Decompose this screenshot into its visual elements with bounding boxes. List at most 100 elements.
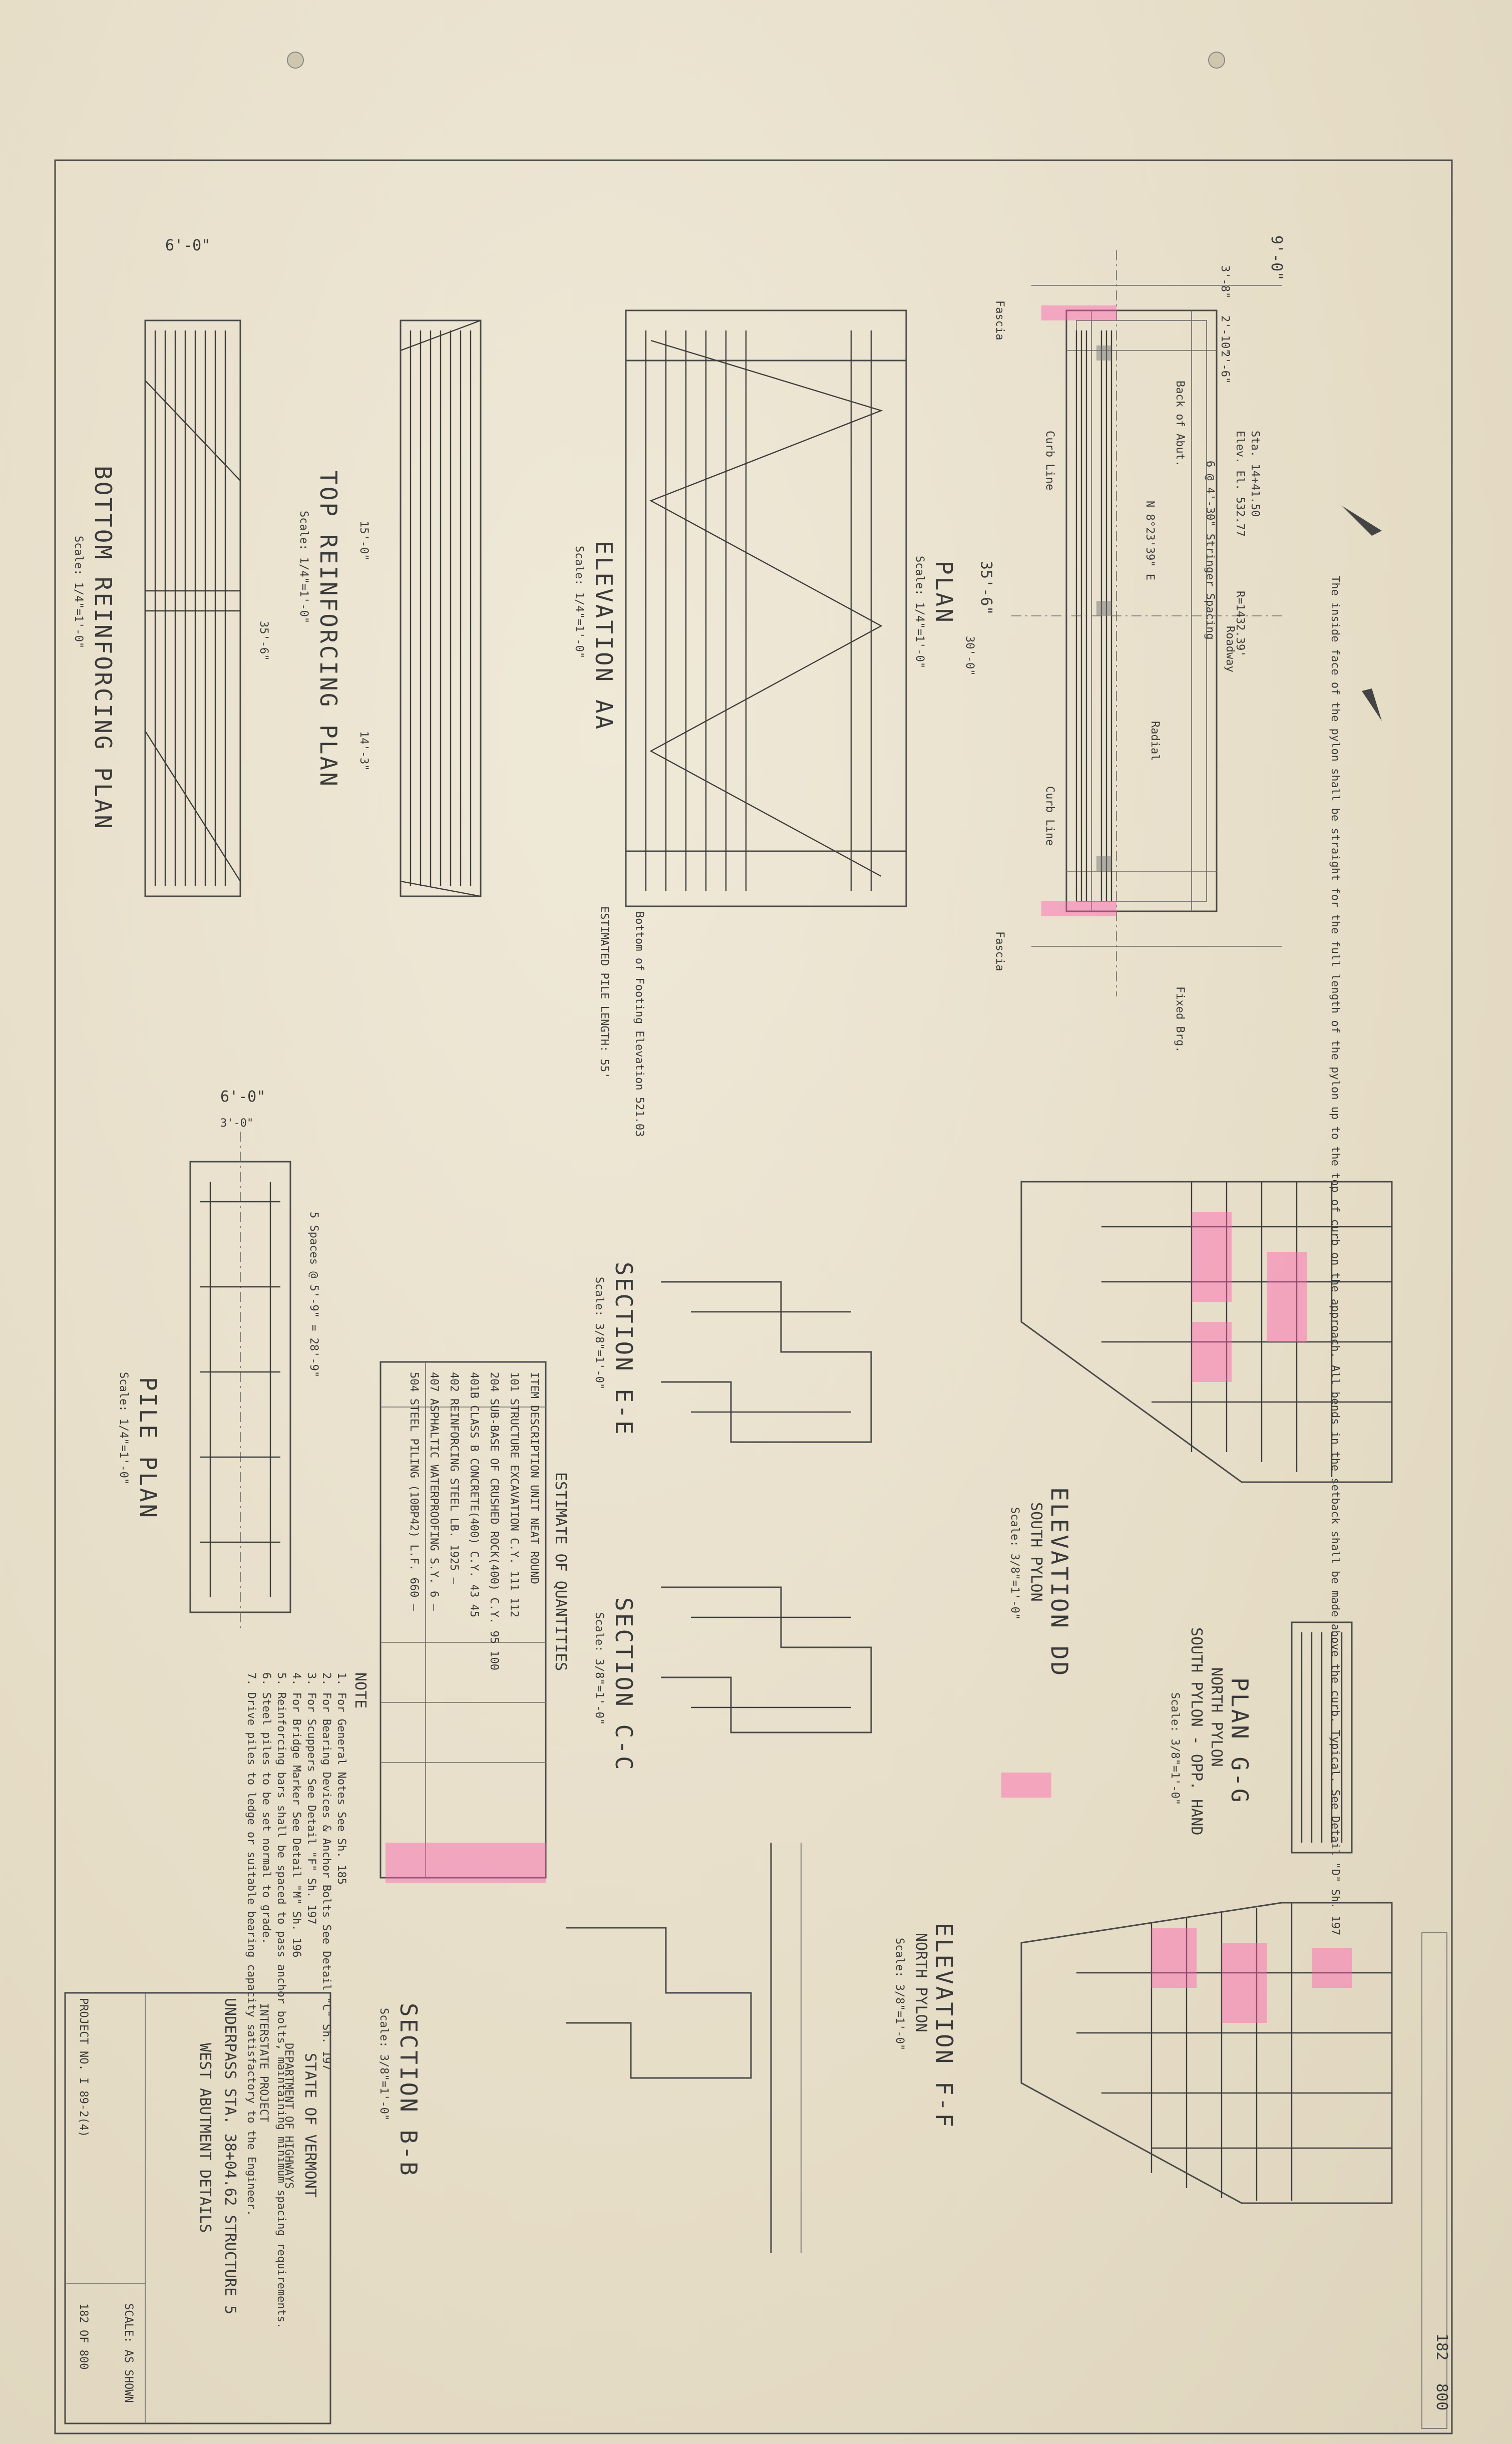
section-cc-title: SECTION C-C — [610, 1597, 637, 1772]
title-structure: UNDERPASS STA. 38+04.62 STRUCTURE 5 — [221, 1998, 239, 2314]
elevation-ff-scale: Scale: 3/8"=1'-0" — [893, 1938, 906, 2050]
elevation-aa-view — [625, 309, 907, 907]
dim-half: 30'-0" — [963, 636, 976, 675]
plan-note-pylon: The inside face of the pylon shall be st… — [1329, 576, 1341, 1935]
quantities-row: 407 ASPHALTIC WATERPROOFING S.Y. 6 — — [428, 1372, 440, 1611]
plan-curb-line: Curb Line — [1043, 431, 1056, 490]
dim-pile-grid: 3'-0" — [220, 1117, 253, 1130]
note-item: 1. For General Notes See Sh. 185 — [335, 1672, 347, 1885]
elevation-dd-scale: Scale: 3/8"=1'-0" — [1008, 1507, 1021, 1620]
section-cc-scale: Scale: 3/8"=1'-0" — [593, 1612, 605, 1725]
section-ee-view — [661, 1281, 872, 1443]
plan-gg-subtitle: NORTH PYLON — [1208, 1667, 1225, 1767]
dim-six-pile: 6'-0" — [220, 1088, 265, 1106]
notes-title: NOTE — [351, 1672, 369, 1708]
dim-2: 2'-10" — [1219, 315, 1231, 355]
elevation-dd-view — [1020, 1181, 1393, 1483]
plan-gg-view — [1291, 1621, 1353, 1854]
title-department: DEPARTMENT OF HIGHWAYS — [282, 2043, 295, 2189]
title-scale: SCALE: AS SHOWN — [122, 2303, 135, 2403]
pile-length: ESTIMATED PILE LENGTH: 55' — [598, 906, 610, 1079]
section-bb-view — [566, 1843, 802, 2253]
dim-left: 15'-0" — [357, 521, 370, 560]
binding-hole — [287, 52, 304, 69]
plan-gg-title: PLAN G-G — [1226, 1677, 1253, 1805]
elevation-ff-view — [1001, 1773, 1393, 2204]
plan-elev: Elev. El. 532.77 — [1234, 431, 1246, 537]
note-item: 6. Steel piles to be set normal to grade… — [260, 1672, 272, 1944]
note-item: 5. Reinforcing bars shall be spaced to p… — [275, 1672, 287, 2329]
pile-plan-title: PILE PLAN — [135, 1377, 162, 1520]
note-item: 7. Drive piles to ledge or suitable bear… — [245, 1672, 257, 2216]
sheet-border — [54, 159, 1453, 2434]
plan-radial: Radial — [1149, 721, 1161, 761]
elevation-ff-subtitle: NORTH PYLON — [912, 1933, 930, 2032]
binding-hole — [1208, 52, 1225, 69]
quantities-title: ESTIMATE OF QUANTITIES — [552, 1472, 569, 1671]
plan-title: PLAN — [931, 561, 958, 624]
dim-top-width: 9'-0" — [1268, 235, 1285, 280]
plan-bearing: N 8°23'39" E — [1144, 501, 1156, 580]
plan-station: Sta. 14+41.50 — [1249, 431, 1261, 517]
title-sheet: 182 OF 800 — [77, 2303, 90, 2369]
elevation-aa-scale: Scale: 1/4"=1'-0" — [573, 546, 585, 658]
pile-plan-view — [189, 1132, 291, 1632]
bottom-reinforcing-scale: Scale: 1/4"=1'-0" — [72, 536, 85, 648]
bottom-reinforcing-view — [144, 319, 241, 897]
quantities-row: 504 STEEL PILING (10BP42) L.F. 660 — — [408, 1372, 420, 1611]
dim-1: 3'-8" — [1219, 265, 1231, 298]
plan-back-of-abut: Back of Abut. — [1174, 381, 1186, 467]
dim-length: 35'-6" — [977, 561, 995, 615]
elevation-ff-title: ELEVATION F-F — [931, 1923, 958, 2129]
section-cc-view — [661, 1586, 872, 1733]
plan-roadway: Roadway — [1224, 626, 1236, 672]
quantities-row: 401B CLASS B CONCRETE(400) C.Y. 43 45 — [468, 1372, 480, 1617]
dim-six: 6'-0" — [165, 237, 210, 254]
plan-scale: Scale: 1/4"=1'-0" — [913, 556, 926, 668]
plan-gg-subtitle2: SOUTH PYLON - OPP. HAND — [1188, 1627, 1205, 1835]
pile-plan-scale: Scale: 1/4"=1'-0" — [117, 1372, 130, 1485]
plan-fixed-brg: Fixed Brg. — [1174, 986, 1186, 1053]
title-project-no: PROJECT NO. I 89-2(4) — [77, 1998, 90, 2137]
quantities-table — [380, 1361, 547, 1883]
elevation-aa-title: ELEVATION AA — [590, 541, 617, 731]
plan-curb-line-2: Curb Line — [1043, 786, 1056, 846]
title-block — [64, 1932, 1447, 2429]
elevation-dd-title: ELEVATION DD — [1046, 1487, 1073, 1677]
quantities-row: 402 REINFORCING STEEL LB. 1925 — — [448, 1372, 460, 1585]
dim-length-2: 35'-6" — [257, 621, 270, 660]
title-drawing: WEST ABUTMENT DETAILS — [196, 2043, 214, 2233]
top-reinforcing-title: TOP REINFORCING PLAN — [315, 471, 342, 788]
title-state: STATE OF VERMONT — [301, 2053, 319, 2198]
plan-fascia-2: Fascia — [993, 931, 1006, 971]
section-ee-title: SECTION E-E — [610, 1262, 637, 1437]
plan-gg-scale: Scale: 3/8"=1'-0" — [1169, 1692, 1181, 1805]
section-bb-title: SECTION B-B — [395, 2003, 422, 2178]
title-project-line: INTERSTATE PROJECT — [257, 2003, 270, 2122]
plan-radius: R=1432.39' — [1234, 591, 1246, 657]
quantities-row: 204 SUB-BASE OF CRUSHED ROCK(400) C.Y. 9… — [488, 1372, 500, 1670]
section-bb-scale: Scale: 3/8"=1'-0" — [377, 2008, 390, 2121]
pile-spacing: 5 Spaces @ 5'-9" = 28'-9" — [307, 1212, 320, 1377]
plan-view — [1011, 250, 1382, 996]
quantities-row: 101 STRUCTURE EXCAVATION C.Y. 111 112 — [508, 1372, 520, 1617]
dim-3: 2'-6" — [1219, 351, 1231, 384]
bottom-reinforcing-title: BOTTOM REINFORCING PLAN — [90, 466, 117, 831]
bottom-of-footing: Bottom of Footing Elevation 521.03 — [633, 911, 645, 1137]
section-ee-scale: Scale: 3/8"=1'-0" — [593, 1277, 605, 1389]
note-item: 3. For Scuppers See Detail "F" Sh. 197 — [305, 1672, 317, 1924]
page-code: 182 — [1433, 2333, 1450, 2360]
top-reinforcing-scale: Scale: 1/4"=1'-0" — [297, 511, 310, 623]
sheet-number: 800 — [1433, 2383, 1450, 2410]
top-reinforcing-view — [400, 319, 482, 897]
note-item: 4. For Bridge Marker See Detail "M" Sh. … — [290, 1672, 302, 1958]
elevation-dd-subtitle: SOUTH PYLON — [1027, 1502, 1045, 1602]
plan-stringer-spacing: 6 @ 4'-30" Stringer Spacing — [1204, 461, 1216, 640]
plan-fascia: Fascia — [993, 300, 1006, 340]
dim-right: 14'-3" — [357, 731, 370, 771]
quantities-rows: 101 STRUCTURE EXCAVATION C.Y. 111 112 204… — [408, 1372, 520, 1670]
quantities-headers: ITEM DESCRIPTION UNIT NEAT ROUND — [528, 1372, 540, 1584]
